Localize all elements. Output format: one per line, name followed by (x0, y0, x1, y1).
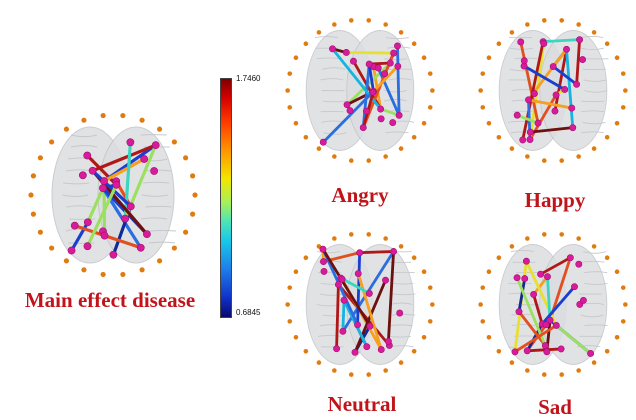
brain-network-main (28, 110, 198, 280)
colorbar-min-label: 0.6845 (236, 308, 260, 317)
brain-panel-sad (478, 222, 628, 387)
brain-panel-happy (478, 8, 628, 173)
brain-panel-neutral (285, 222, 435, 387)
brain-network-angry (285, 8, 435, 173)
brain-network-neutral (285, 222, 435, 387)
brain-outline (499, 31, 608, 151)
caption-angry: Angry (290, 183, 430, 208)
caption-sad: Sad (485, 395, 625, 420)
colorbar: 1.7460 0.6845 (210, 68, 270, 328)
colorbar-max-label: 1.7460 (236, 74, 260, 83)
brain-network-happy (478, 8, 628, 173)
colorbar-gradient (220, 78, 232, 318)
brain-network-sad (478, 222, 628, 387)
caption-neutral: Neutral (292, 392, 432, 417)
caption-happy: Happy (485, 188, 625, 213)
brain-panel-main (28, 110, 198, 280)
caption-main: Main effect disease (10, 288, 210, 313)
brain-panel-angry (285, 8, 435, 173)
